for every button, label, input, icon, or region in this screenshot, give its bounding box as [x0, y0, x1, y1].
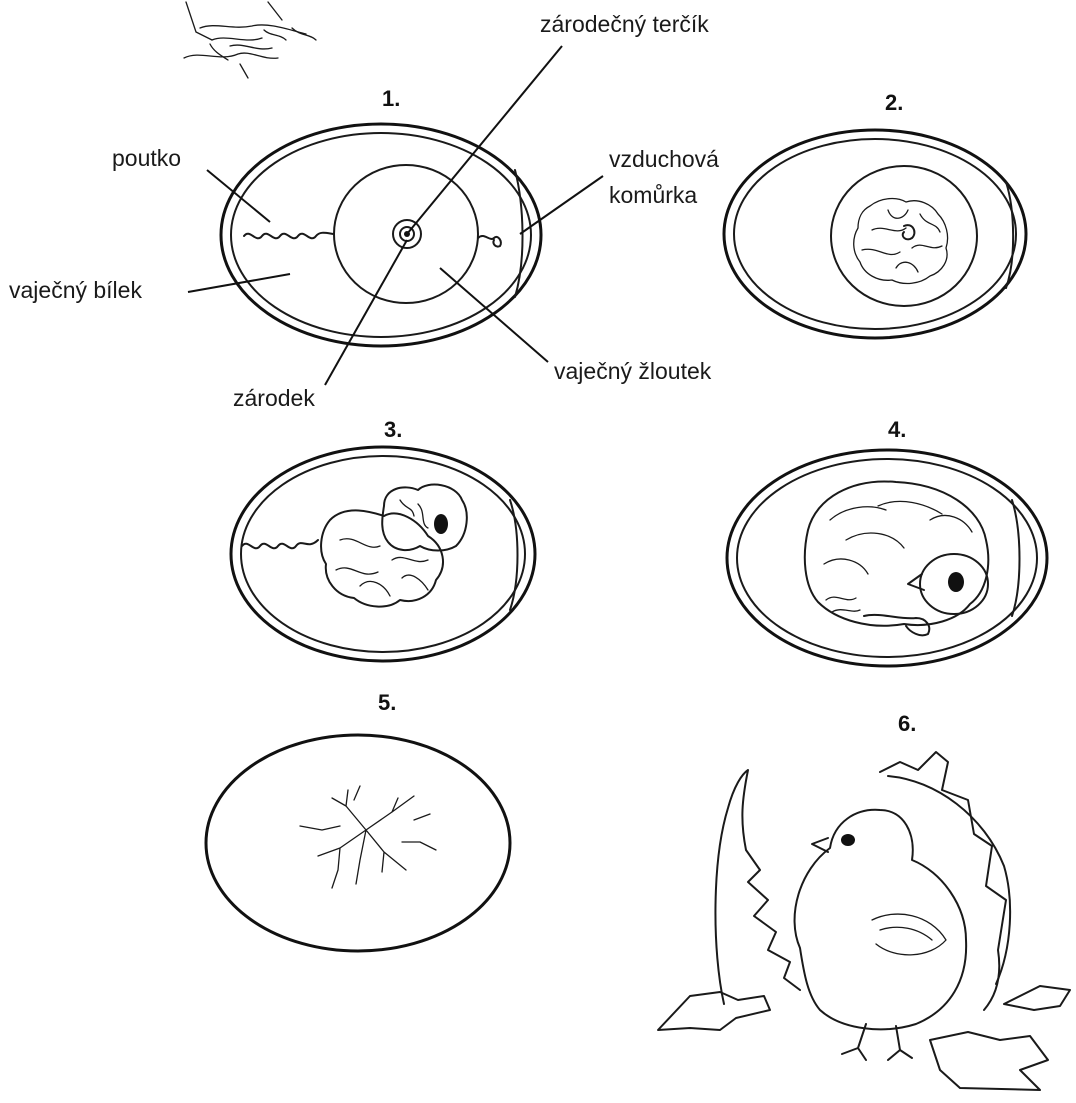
- label-air-cell-line1: vzduchová: [609, 146, 719, 172]
- egg-3-shell-inner: [241, 456, 525, 652]
- label-germinal-disc: zárodečný terčík: [540, 11, 709, 37]
- egg-1-chalaza-left: [244, 233, 334, 239]
- egg-2-shell-outer: [724, 130, 1026, 338]
- stage-6-chick-eye: [841, 834, 855, 846]
- egg-3-embryo: [382, 485, 467, 551]
- egg-1-shell-inner: [231, 133, 531, 337]
- egg-white-leader: [188, 274, 290, 292]
- stage-6-shell-fragment-3: [1004, 986, 1070, 1010]
- stage-number-4: 4.: [888, 417, 906, 442]
- chalaza-leader: [207, 170, 270, 222]
- egg-2-embryo: [903, 225, 915, 239]
- embryo-leader: [325, 240, 407, 385]
- egg-3-embryo-eye: [434, 514, 448, 534]
- egg-4-air-cell: [1012, 500, 1020, 616]
- stage-6-shell-fragment-1: [658, 992, 770, 1030]
- stage-6-chick-body: [795, 810, 967, 1029]
- stage-number-2: 2.: [885, 90, 903, 115]
- cropped-top-drawing: [184, 2, 316, 78]
- egg-3-shell-outer: [231, 447, 535, 661]
- label-chalaza: poutko: [112, 145, 181, 171]
- stage-number-1: 1.: [382, 86, 400, 111]
- label-air-cell-line2: komůrka: [609, 182, 697, 208]
- egg-stage-1: [221, 124, 541, 346]
- egg-4-chick-eye: [948, 572, 964, 592]
- air-cell-leader: [520, 176, 603, 234]
- yolk-leader: [440, 268, 548, 362]
- label-egg-white: vaječný bílek: [9, 277, 142, 303]
- egg-2-blastoderm: [854, 199, 948, 284]
- stage-number-6: 6.: [898, 711, 916, 736]
- egg-5-shell: [206, 735, 510, 951]
- egg-3-chalaza: [242, 540, 318, 548]
- egg-4-shell-inner: [737, 459, 1037, 657]
- stage-6-shell-right-edge: [888, 776, 1010, 984]
- egg-2-air-cell: [1006, 182, 1013, 288]
- egg-1-chalaza-right: [478, 236, 501, 247]
- egg-stage-3: [231, 447, 535, 661]
- stage-number-3: 3.: [384, 417, 402, 442]
- stage-6-chick-beak: [812, 838, 828, 852]
- label-embryo: zárodek: [233, 385, 315, 411]
- germinal-disc-leader: [407, 46, 562, 234]
- egg-stage-4: [727, 450, 1047, 666]
- egg-stage-2: [724, 130, 1026, 338]
- label-yolk: vaječný žloutek: [554, 358, 712, 384]
- egg-3-air-cell: [510, 500, 518, 610]
- egg-5-cracks: [300, 786, 436, 888]
- stage-6-shell-left: [715, 770, 800, 1004]
- stage-6-hatched-chick: [658, 752, 1070, 1090]
- egg-2-yolk: [831, 166, 977, 306]
- stage-6-shell-fragment-2: [930, 1032, 1048, 1090]
- egg-stage-5: [206, 735, 510, 951]
- stage-number-5: 5.: [378, 690, 396, 715]
